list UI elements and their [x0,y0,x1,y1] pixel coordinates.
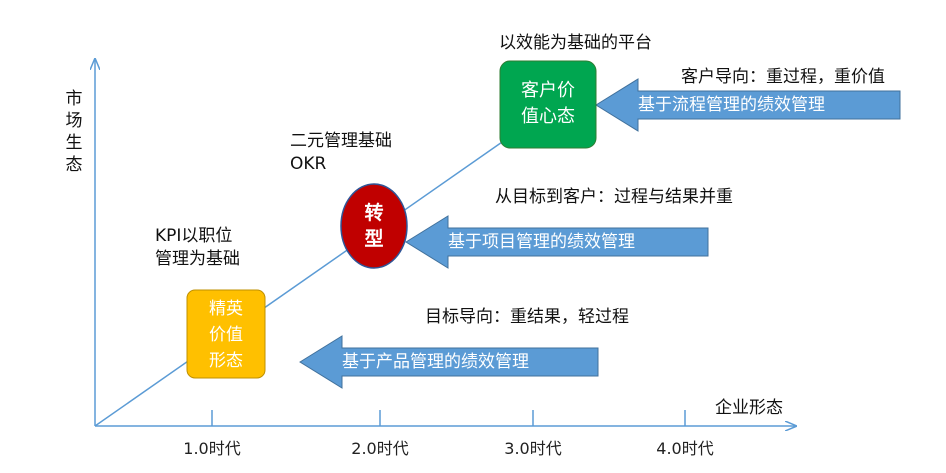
stage-elite-line-3: 形态 [209,351,243,371]
arrow-process [595,78,901,132]
arrow-product-label: 基于产品管理的绩效管理 [342,352,529,372]
arrow-product [299,335,599,389]
arrow-project-caption: 从目标到客户：过程与结果并重 [495,187,733,207]
stage-elite-line-1: 精英 [209,299,243,319]
stage-transition-text: 转 型 [341,200,407,252]
stage-customer-text: 客户价 值心态 [500,78,596,130]
stage-customer-line-2: 值心态 [521,106,575,127]
y-axis-label: 市场生态 [65,89,83,175]
stage-elite-line-2: 价值 [209,325,243,345]
stage-elite-text: 精英 价值 形态 [187,296,265,374]
growth-diagonal [94,139,506,427]
arrow-process-caption: 客户导向：重过程，重价值 [681,67,885,87]
x-tick-label-3: 3.0时代 [504,439,562,458]
stage-elite-box [186,289,266,379]
kpi-caption-line-1: KPI以职位 [155,226,233,246]
x-tick-label-1: 1.0时代 [183,439,241,458]
kpi-caption-line-2: 管理为基础 [155,249,240,269]
arrow-project-label: 基于项目管理的绩效管理 [448,232,635,252]
stage-transition-ellipse [340,183,408,269]
x-axis-label: 企业形态 [715,398,783,418]
okr-caption-line-1: 二元管理基础 [290,131,392,151]
stage-transition-line-2: 型 [364,228,384,250]
stage-transition-line-1: 转 [364,202,384,224]
x-tick-label-4: 4.0时代 [656,439,714,458]
arrow-product-caption: 目标导向：重结果，轻过程 [425,307,629,327]
x-tick-label-2: 2.0时代 [351,439,409,458]
platform-caption: 以效能为基础的平台 [499,33,652,53]
arrow-project [405,215,709,269]
arrow-process-label: 基于流程管理的绩效管理 [638,95,825,115]
stage-customer-box [499,60,597,149]
okr-caption-line-2: OKR [290,154,327,174]
stage-customer-line-1: 客户价 [521,80,575,101]
